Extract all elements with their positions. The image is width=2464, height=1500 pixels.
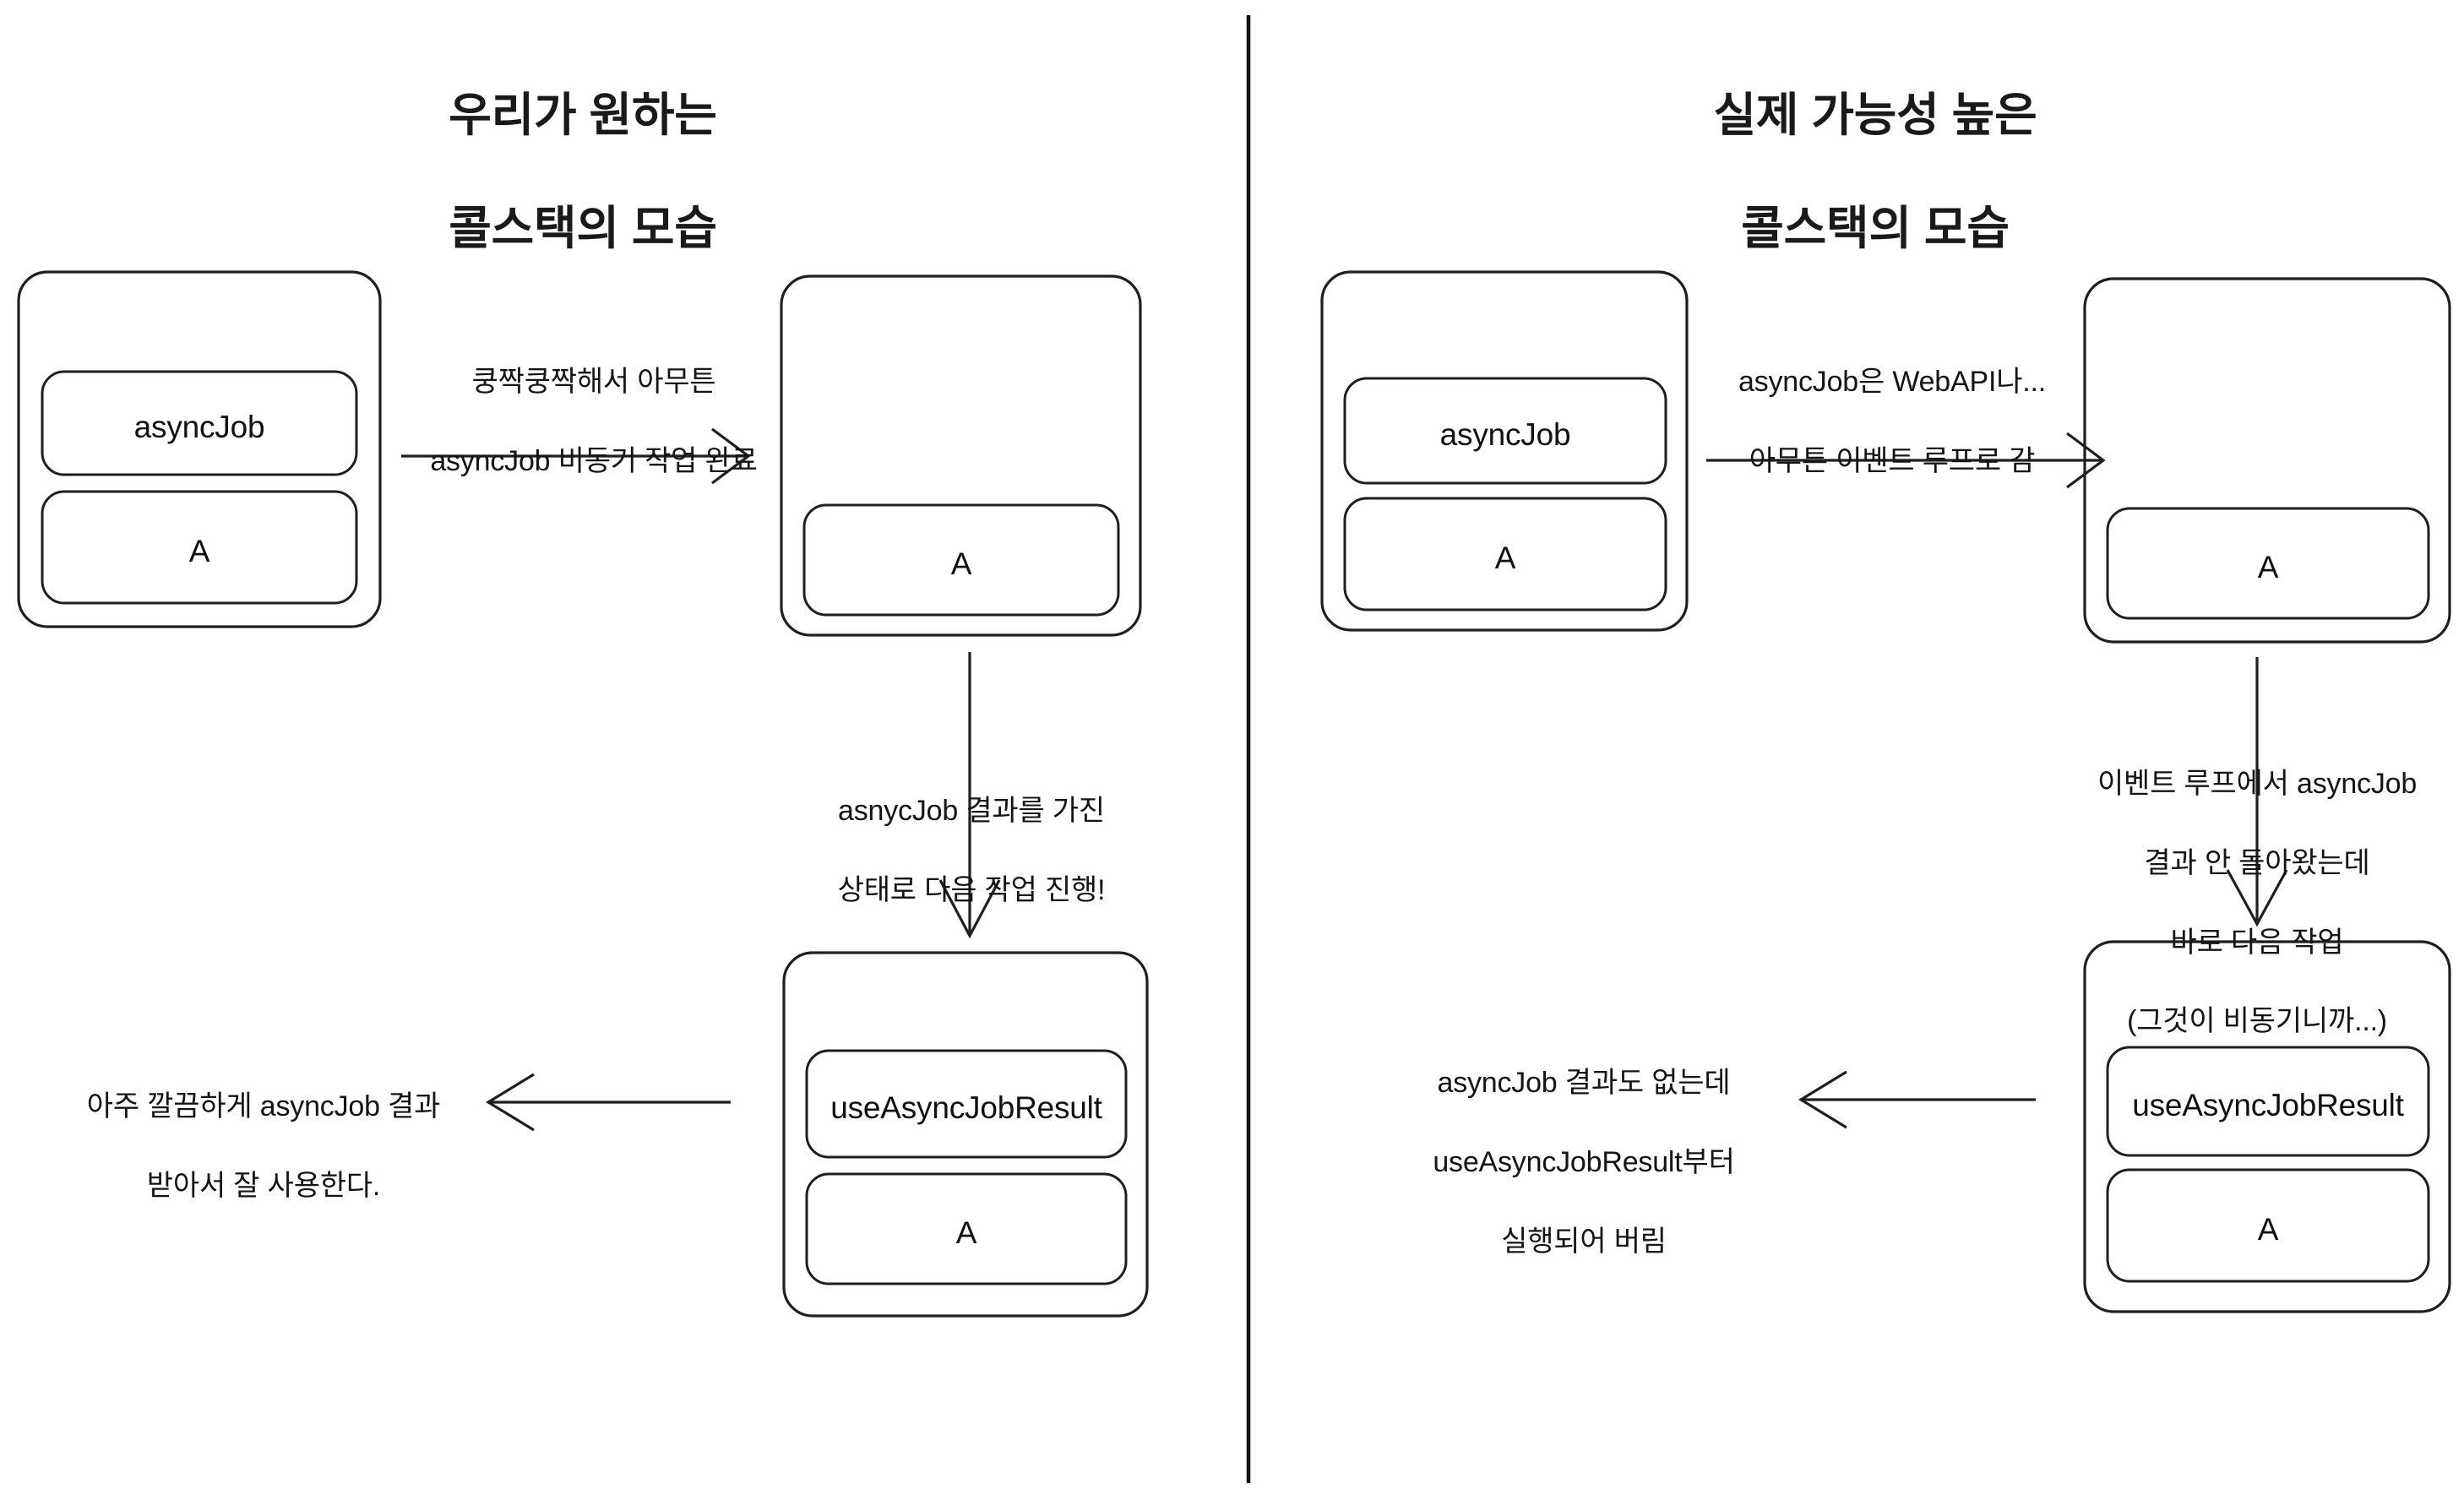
left-panel-title: 우리가 원하는 콜스택의 모습 <box>270 30 895 313</box>
left-arrow-left-head <box>485 1073 535 1132</box>
right-annotation-arrow-right-line2: 아무튼 이벤트 루프로 감 <box>1749 444 2036 477</box>
right-annotation-arrow-down-line2: 결과 안 돌아왔는데 <box>2144 846 2370 879</box>
left-panel-title-line2: 콜스택의 모습 <box>449 202 717 255</box>
right-annotation-arrow-left-line3: 실행되어 버림 <box>1501 1225 1667 1258</box>
right-annotation-arrow-right: asyncJob은 WebAPI나... 아무튼 이벤트 루프로 감 <box>1656 323 2129 521</box>
right-annotation-arrow-left-line1: asyncJob 결과도 없는데 <box>1437 1066 1731 1099</box>
left-stack-after-async-label-a: A <box>950 546 972 581</box>
right-panel-title-line1: 실제 가능성 높은 <box>1713 89 2037 142</box>
left-stack-initial-label-a: A <box>188 534 210 568</box>
right-stack-result-label-a: A <box>2257 1212 2279 1247</box>
right-annotation-arrow-left: asyncJob 결과도 없는데 useAsyncJobResult부터 실행되… <box>1377 1024 1791 1301</box>
left-annotation-arrow-right-line2: asyncJob 비동기 작업 완료 <box>430 444 758 477</box>
left-annotation-arrow-right: 쿵짝쿵짝해서 아무튼 asyncJob 비동기 작업 완료 <box>378 323 809 521</box>
left-annotation-arrow-left: 아주 깔끔하게 asyncJob 결과 받아서 잘 사용한다. <box>35 1047 492 1246</box>
right-stack-initial-label-asyncjob: asyncJob <box>1439 417 1571 452</box>
right-stack-result-label-useasyncjobresult: useAsyncJobResult <box>2132 1088 2404 1122</box>
left-annotation-arrow-down-line2: 상태로 다음 작업 진행! <box>837 873 1106 906</box>
left-annotation-arrow-right-line1: 쿵짝쿵짝해서 아무튼 <box>471 365 716 398</box>
right-annotation-arrow-down: 이벤트 루프에서 asyncJob 결과 안 돌아왔는데 바로 다음 작업 (그… <box>2046 725 2464 1081</box>
left-annotation-arrow-down-line1: asnycJob 결과를 가진 <box>838 794 1105 827</box>
right-stack-after-async-label-a: A <box>2257 550 2279 584</box>
left-panel-title-line1: 우리가 원하는 <box>449 89 717 142</box>
right-stack-initial-label-a: A <box>1494 541 1516 575</box>
right-annotation-arrow-down-line3: 바로 다음 작업 <box>2170 926 2344 959</box>
left-stack-result-outer <box>782 951 1149 1318</box>
left-annotation-arrow-left-line2: 받아서 잘 사용한다. <box>146 1169 381 1202</box>
right-panel-title: 실제 가능성 높은 콜스택의 모습 <box>1554 30 2196 313</box>
right-annotation-arrow-left-line2: useAsyncJobResult부터 <box>1433 1145 1735 1178</box>
right-annotation-arrow-down-line4: (그것이 비동기니까...) <box>2127 1005 2387 1038</box>
right-annotation-arrow-right-line1: asyncJob은 WebAPI나... <box>1738 365 2047 398</box>
left-annotation-arrow-down: asnycJob 결과를 가진 상태로 다음 작업 진행! <box>756 752 1187 950</box>
left-stack-initial-label-asyncjob: asyncJob <box>133 410 265 444</box>
left-stack-result-label-useasyncjobresult: useAsyncJobResult <box>830 1090 1102 1125</box>
left-annotation-arrow-left-line1: 아주 깔끔하게 asyncJob 결과 <box>86 1090 441 1122</box>
left-stack-result-label-a: A <box>955 1215 977 1250</box>
left-stack-initial-outer <box>17 270 382 628</box>
right-panel-title-line2: 콜스택의 모습 <box>1741 202 2010 255</box>
right-annotation-arrow-down-line1: 이벤트 루프에서 asyncJob <box>2097 767 2418 800</box>
right-arrow-left-head <box>1798 1070 1847 1129</box>
